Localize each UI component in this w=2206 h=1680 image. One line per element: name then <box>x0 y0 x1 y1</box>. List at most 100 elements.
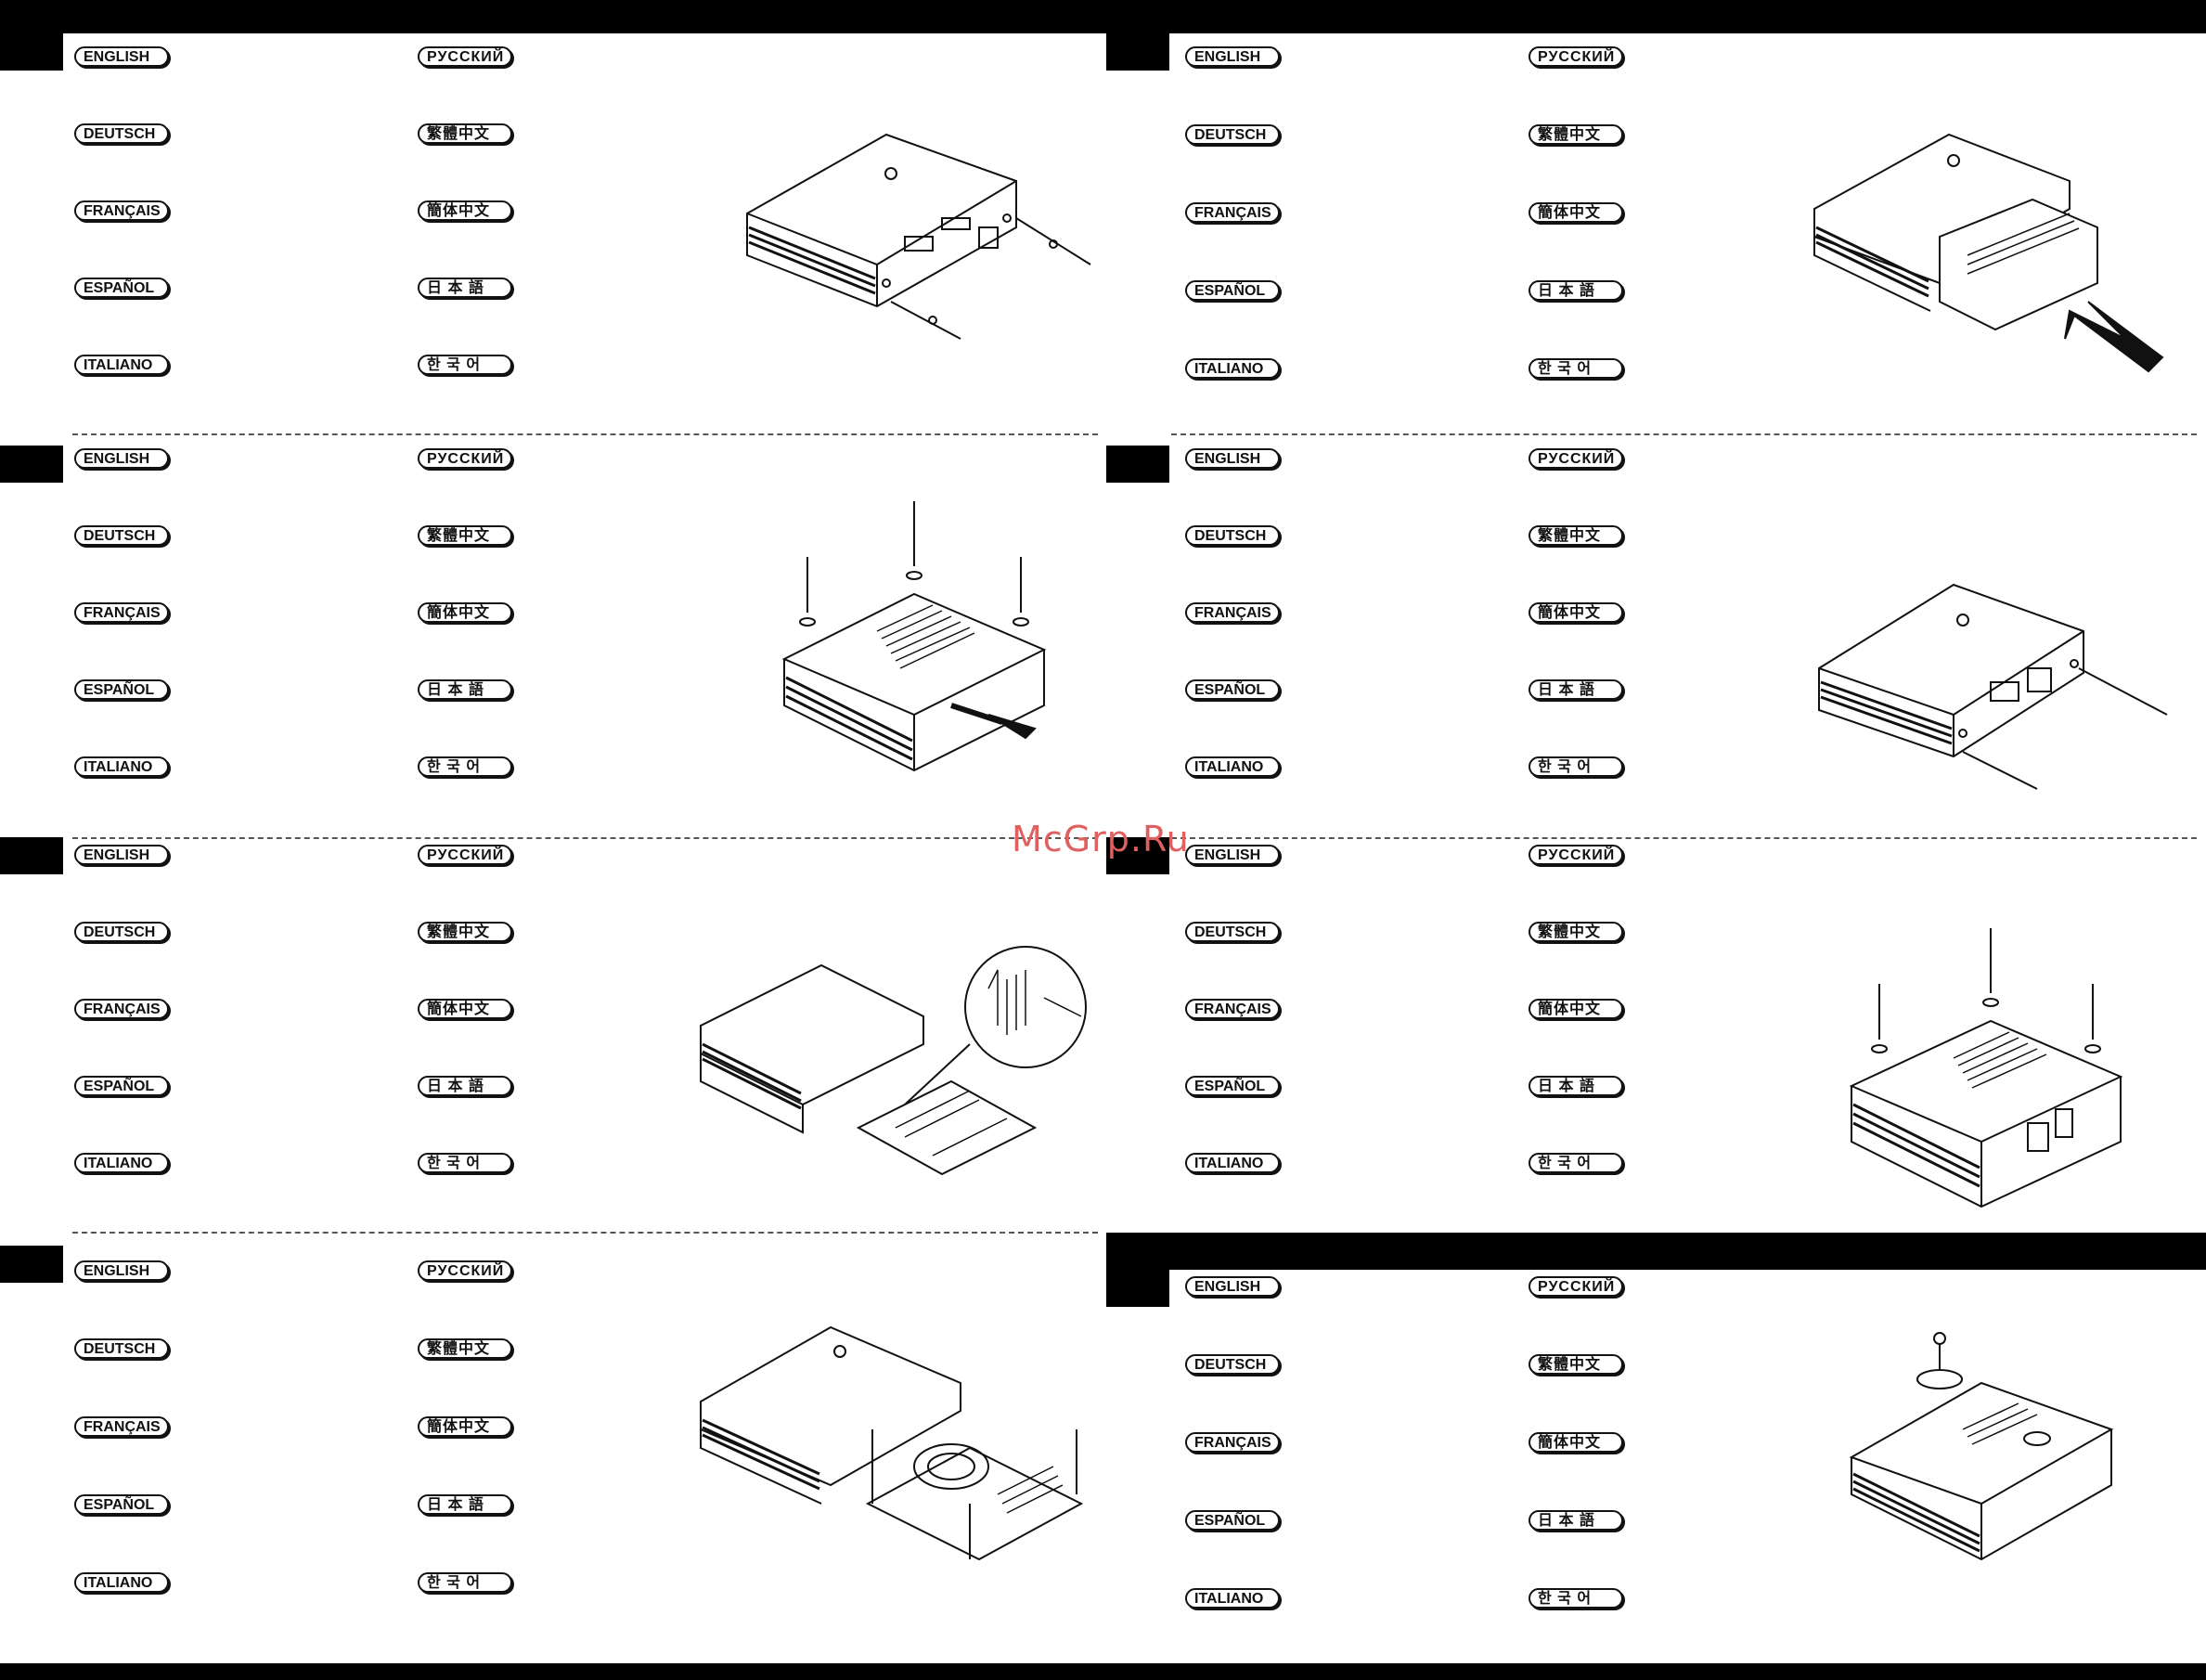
lang-label: ITALIANO <box>74 1572 169 1593</box>
lang-label: РУССКИЙ <box>1529 1276 1623 1297</box>
lang-label: РУССКИЙ <box>418 845 512 865</box>
lang-label: DEUTSCH <box>74 525 169 546</box>
lang-label: ESPAÑOL <box>1185 280 1280 301</box>
lang-label: 簡体中文 <box>418 1416 512 1437</box>
detach-board-illustration <box>691 942 1090 1202</box>
fasten-bottom-screws-illustration <box>1842 919 2130 1225</box>
step-marker-1 <box>0 33 63 71</box>
lang-label: 日 本 語 <box>1529 679 1623 700</box>
lang-label: 簡体中文 <box>1529 1432 1623 1453</box>
lang-label: 한 국 어 <box>418 1153 512 1173</box>
lang-label: ITALIANO <box>1185 756 1280 777</box>
lang-label: 한 국 어 <box>1529 1153 1623 1173</box>
step-marker-3 <box>0 837 63 874</box>
lang-label: ESPAÑOL <box>74 679 169 700</box>
lang-label: 日 本 語 <box>1529 280 1623 301</box>
lang-label: РУССКИЙ <box>1529 448 1623 469</box>
remove-rear-screws-illustration <box>738 125 1100 348</box>
lang-label: FRANÇAIS <box>1185 602 1280 623</box>
lang-label: FRANÇAIS <box>74 1416 169 1437</box>
remove-bottom-screws-illustration <box>766 492 1053 789</box>
lang-label: FRANÇAIS <box>74 200 169 221</box>
lang-label: ENGLISH <box>1185 845 1280 865</box>
lang-label: ENGLISH <box>1185 448 1280 469</box>
separator <box>1171 433 2197 435</box>
lang-label: 日 本 語 <box>1529 1076 1623 1096</box>
lang-label: РУССКИЙ <box>418 46 512 67</box>
lang-label: DEUTSCH <box>1185 525 1280 546</box>
step-marker-5 <box>1106 33 1169 71</box>
separator <box>72 1232 1098 1234</box>
step-marker-6 <box>1106 446 1169 483</box>
lang-label: ITALIANO <box>74 355 169 375</box>
lang-label: ITALIANO <box>74 756 169 777</box>
step-marker-8 <box>1106 1270 1169 1307</box>
lang-label: 繁體中文 <box>418 922 512 942</box>
attach-feet-illustration <box>1842 1327 2130 1569</box>
lang-label: 한 국 어 <box>418 1572 512 1593</box>
slide-in-board-illustration <box>1810 125 2172 376</box>
lang-label: DEUTSCH <box>74 1338 169 1359</box>
lang-label: 繁體中文 <box>1529 124 1623 145</box>
lang-label: ENGLISH <box>74 1260 169 1281</box>
lang-label: 簡体中文 <box>418 200 512 221</box>
lang-label: ENGLISH <box>1185 1276 1280 1297</box>
lang-label: FRANÇAIS <box>1185 999 1280 1019</box>
lang-label: РУССКИЙ <box>1529 845 1623 865</box>
lang-label: 繁體中文 <box>418 525 512 546</box>
lang-label: 日 本 語 <box>418 278 512 298</box>
lang-label: DEUTSCH <box>1185 124 1280 145</box>
separator <box>72 433 1098 435</box>
separator <box>1171 837 2197 839</box>
lang-label: DEUTSCH <box>1185 1354 1280 1375</box>
lang-label: 繁體中文 <box>418 123 512 144</box>
lang-label: ESPAÑOL <box>74 1076 169 1096</box>
lang-label: 簡体中文 <box>1529 202 1623 223</box>
lang-label: ESPAÑOL <box>1185 1076 1280 1096</box>
lang-label: 簡体中文 <box>418 999 512 1019</box>
lang-label: 日 本 語 <box>418 679 512 700</box>
lang-label: 日 本 語 <box>418 1076 512 1096</box>
lang-label: 簡体中文 <box>418 602 512 623</box>
lang-label: 한 국 어 <box>418 756 512 777</box>
watermark: McGrp.Ru <box>1012 819 1190 859</box>
lang-label: ITALIANO <box>1185 358 1280 379</box>
step-marker-4 <box>0 1246 63 1283</box>
lang-label: 簡体中文 <box>1529 602 1623 623</box>
lang-label: FRANÇAIS <box>1185 1432 1280 1453</box>
lang-label: 繁體中文 <box>1529 922 1623 942</box>
lang-label: 簡体中文 <box>1529 999 1623 1019</box>
lang-label: 繁體中文 <box>1529 525 1623 546</box>
lang-label: ENGLISH <box>74 845 169 865</box>
lang-label: ESPAÑOL <box>74 278 169 298</box>
lang-label: ENGLISH <box>74 448 169 469</box>
fasten-rear-screws-illustration <box>1814 575 2176 798</box>
lang-label: 한 국 어 <box>1529 756 1623 777</box>
lang-label: FRANÇAIS <box>74 999 169 1019</box>
lang-label: FRANÇAIS <box>1185 202 1280 223</box>
lang-label: 繁體中文 <box>418 1338 512 1359</box>
lang-label: ESPAÑOL <box>74 1494 169 1515</box>
lang-label: ESPAÑOL <box>1185 679 1280 700</box>
lang-label: РУССКИЙ <box>418 448 512 469</box>
separator <box>72 837 1098 839</box>
lang-label: 繁體中文 <box>1529 1354 1623 1375</box>
step-marker-7 <box>1106 837 1169 874</box>
lang-label: 日 本 語 <box>418 1494 512 1515</box>
bottom-bar <box>0 1663 2206 1680</box>
lang-label: 한 국 어 <box>418 355 512 375</box>
lang-label: ENGLISH <box>1185 46 1280 67</box>
lang-label: 한 국 어 <box>1529 1588 1623 1609</box>
right-bottom-section-bar <box>1106 1233 2206 1270</box>
lang-label: DEUTSCH <box>74 922 169 942</box>
install-board-illustration <box>691 1318 1090 1587</box>
lang-label: ITALIANO <box>1185 1588 1280 1609</box>
lang-label: ENGLISH <box>74 46 169 67</box>
lang-label: ITALIANO <box>74 1153 169 1173</box>
lang-label: ESPAÑOL <box>1185 1510 1280 1531</box>
lang-label: DEUTSCH <box>1185 922 1280 942</box>
lang-label: FRANÇAIS <box>74 602 169 623</box>
lang-label: 한 국 어 <box>1529 358 1623 379</box>
lang-label: DEUTSCH <box>74 123 169 144</box>
lang-label: РУССКИЙ <box>1529 46 1623 67</box>
